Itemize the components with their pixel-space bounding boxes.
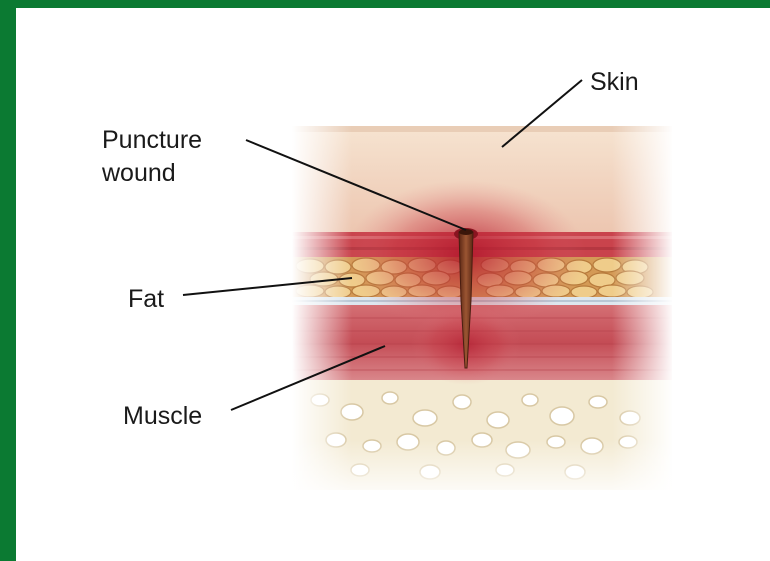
skin-label: Skin [590, 67, 639, 97]
puncture-wound-label-line2: wound [102, 158, 176, 188]
fat-label: Fat [128, 284, 164, 314]
puncture-wound-label-line1: Puncture [102, 125, 202, 155]
muscle-label: Muscle [123, 401, 202, 431]
